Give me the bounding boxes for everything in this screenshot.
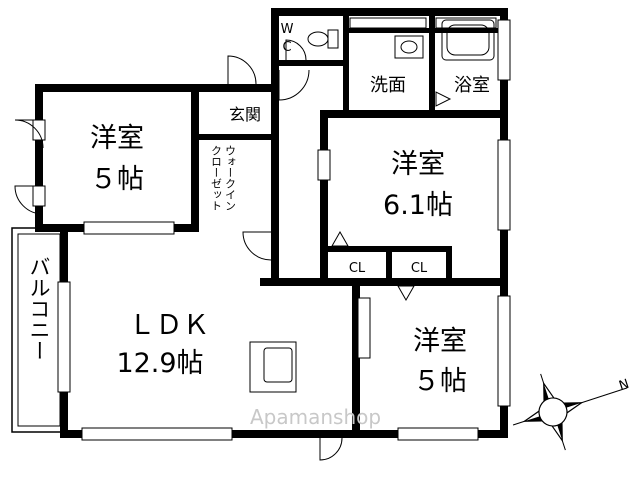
washroom-label: 洗面 [370,75,406,96]
walk-in-closet-label: ウォークイン クローゼット [210,145,237,211]
svg-text:ウォークイン: ウォークイン [224,145,237,211]
bathtub-icon [441,19,495,61]
west-room-name: 洋室 [90,123,144,154]
washbasin-icon [394,35,424,59]
kitchen-counter-icon [249,341,297,393]
wc-label-w: W [281,22,294,37]
closet-a-label: CL [349,261,366,276]
svg-text:クローゼット: クローゼット [210,145,223,211]
toilet-icon [307,29,339,49]
west-room-size: ５帖 [90,164,144,195]
center-room-size: 6.1帖 [383,190,453,221]
ldk-name: ＬＤＫ [129,310,210,341]
entrance-label: 玄関 [229,105,261,124]
door-arrows [331,91,452,302]
closet-b-label: CL [411,261,428,276]
compass-north-label: N [617,377,631,394]
south-room-size: ５帖 [413,366,467,397]
south-room-name: 洋室 [413,326,467,357]
balcony-label: バルコニー [27,256,51,361]
wc-label-c: C [282,40,291,55]
center-room-name: 洋室 [391,149,445,180]
watermark: Apamanshop [250,405,381,429]
ldk-size: 12.9帖 [116,348,203,379]
doors [14,39,343,461]
compass-icon [512,373,628,451]
bathroom-label: 浴室 [454,75,490,96]
windows [32,17,511,441]
